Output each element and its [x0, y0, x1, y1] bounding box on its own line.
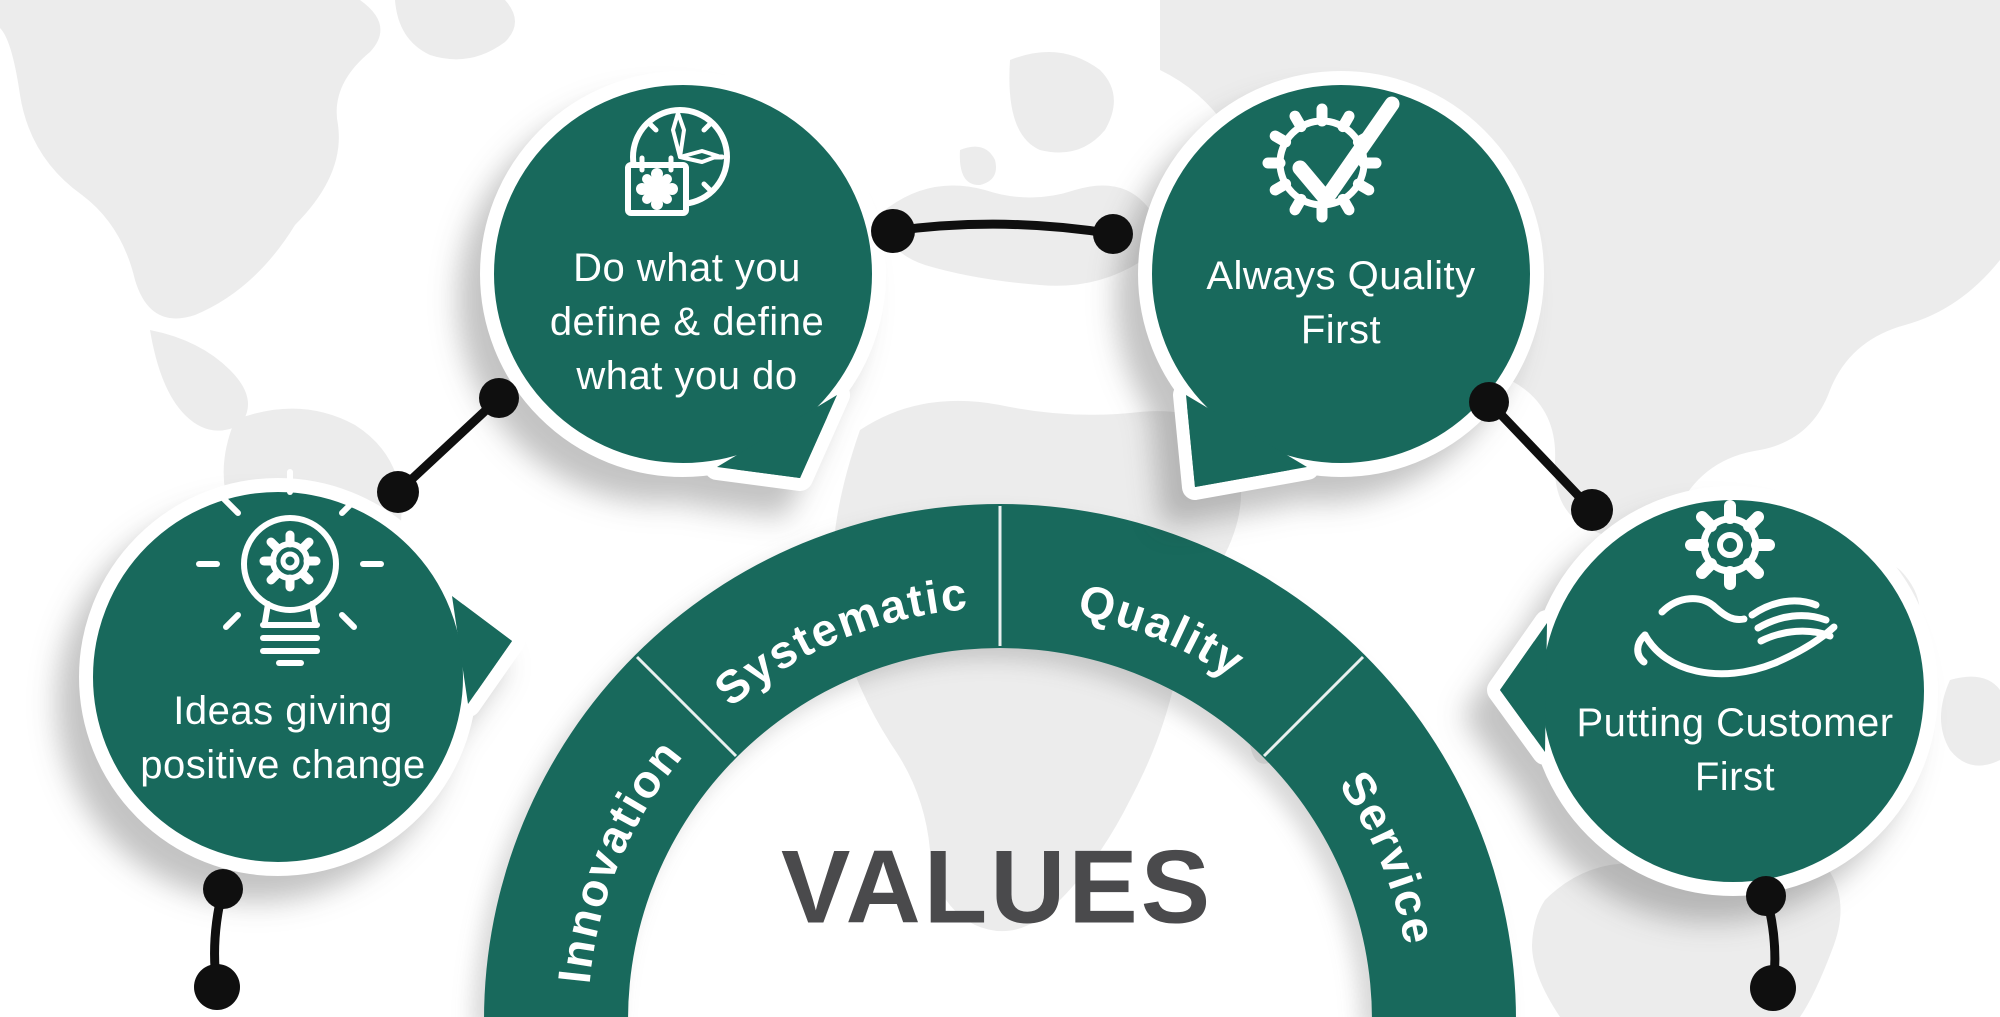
- values-title: VALUES: [780, 829, 1214, 946]
- bubble-quality-circle: [1138, 71, 1544, 477]
- bubble-customer-tail-fill: [1500, 623, 1547, 752]
- bubble-define: [480, 71, 886, 491]
- connector-top: [871, 209, 1133, 254]
- hand-gear-icon: [1634, 500, 1838, 678]
- arch-band: [484, 504, 1516, 1017]
- bubble-ideas-circle: [79, 478, 477, 876]
- bubble-ideas: [79, 478, 525, 876]
- bubble-define-circle: [480, 71, 886, 477]
- bubble-quality-tail-fill: [1186, 395, 1307, 487]
- connectors: [194, 209, 1796, 1011]
- bubble-quality-label: Always Quality First: [1206, 254, 1476, 352]
- connector-left: [377, 378, 519, 513]
- connector-bottom-right: [1746, 876, 1796, 1011]
- bubble-ideas-label: Ideas giving positive change: [140, 689, 426, 787]
- arch-segment-dividers: [635, 506, 1365, 758]
- bubble-quality: [1138, 71, 1544, 500]
- connector-right: [1469, 382, 1613, 531]
- bulb-gear-icon: [196, 469, 384, 666]
- bubble-define-label: Do what you define & define what you do: [549, 246, 825, 398]
- connector-bottom-left: [194, 869, 243, 1010]
- badge-check-icon: [1262, 96, 1400, 223]
- bubble-customer: [1487, 486, 1938, 896]
- bubble-define-tail-fill: [717, 395, 837, 478]
- bubble-customer-label: Putting Customer First: [1576, 701, 1894, 799]
- bubble-ideas-tail-fill: [452, 596, 512, 704]
- clock-calendar-icon: [625, 107, 730, 216]
